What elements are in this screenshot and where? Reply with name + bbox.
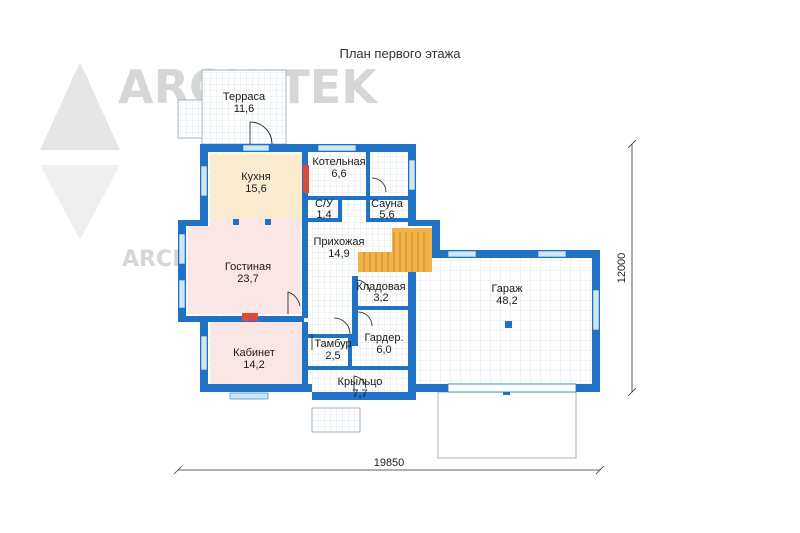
room-area-study: 14,2 xyxy=(243,359,264,371)
living-floor xyxy=(188,226,300,314)
garage-door xyxy=(447,383,577,393)
garage-driveway xyxy=(437,391,577,459)
garage-floor xyxy=(416,258,592,384)
room-labels: Терраса 11,6 Кухня 15,6 Котельная 6,6 С/… xyxy=(223,91,523,400)
dimension-depth-label: 12000 xyxy=(616,253,628,284)
porch-steps xyxy=(311,407,361,433)
room-name-pantry: Кладовая xyxy=(356,281,405,293)
room-name-boiler: Котельная xyxy=(312,156,365,168)
watermark-logo: ARCHITEK ARCHITEK.SPB.RU xyxy=(40,60,379,272)
room-area-tambour: 2,5 xyxy=(325,350,340,362)
stove-icon xyxy=(303,165,309,193)
room-name-terrace: Терраса xyxy=(223,91,266,103)
room-area-terrace: 11,6 xyxy=(234,103,255,115)
room-name-garage: Гараж xyxy=(491,283,523,295)
doors xyxy=(249,121,387,392)
room-name-porch: Крыльцо xyxy=(338,376,383,388)
room-area-wc: 1,4 xyxy=(316,209,331,221)
dimension-depth: 12000 xyxy=(616,139,637,397)
terrace-steps xyxy=(177,99,203,139)
room-area-wardrobe: 6,0 xyxy=(376,344,391,356)
room-area-boiler: 6,6 xyxy=(331,168,346,180)
room-name-study: Кабинет xyxy=(233,347,275,359)
kitchen-floor xyxy=(210,154,302,218)
room-name-living: Гостиная xyxy=(225,261,271,273)
room-area-porch: 7,7 xyxy=(352,388,367,400)
room-area-hall: 14,9 xyxy=(328,248,349,260)
room-name-kitchen: Кухня xyxy=(241,171,270,183)
room-area-kitchen: 15,6 xyxy=(245,183,266,195)
staircase xyxy=(358,228,432,272)
room-area-garage: 48,2 xyxy=(496,295,517,307)
room-area-pantry: 3,2 xyxy=(373,292,388,304)
dimension-width-label: 19850 xyxy=(374,457,405,469)
room-name-tambour: Тамбур xyxy=(314,338,351,350)
study-floor xyxy=(210,322,302,384)
room-name-wardrobe: Гардер. xyxy=(364,332,403,344)
room-area-sauna: 5,6 xyxy=(379,209,394,221)
room-area-living: 23,7 xyxy=(237,273,258,285)
room-name-wc: С/У xyxy=(315,198,334,210)
windows xyxy=(178,144,600,400)
room-name-hall: Прихожая xyxy=(314,236,365,248)
room-name-sauna: Сауна xyxy=(371,198,404,210)
dimension-width: 19850 xyxy=(173,457,605,475)
page-title: План первого этажа xyxy=(339,46,461,61)
fireplace-icon xyxy=(242,313,258,321)
